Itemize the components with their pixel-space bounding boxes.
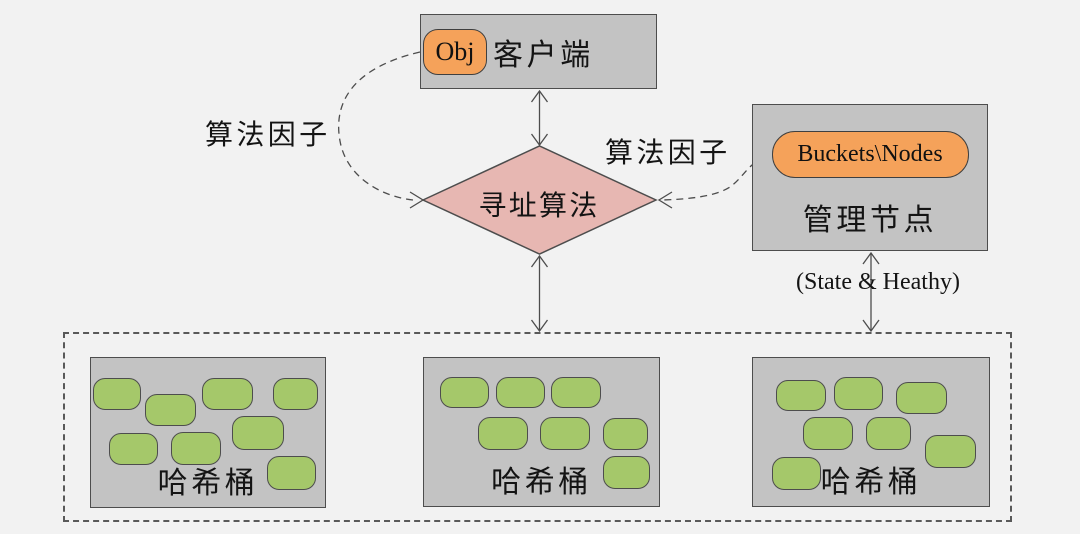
data-object-pill xyxy=(772,457,821,490)
data-object-pill xyxy=(232,416,284,450)
data-object-pill xyxy=(803,417,853,450)
factor-label-right: 算法因子 xyxy=(605,138,731,169)
data-object-pill xyxy=(171,432,221,465)
hash-bucket-label: 哈希桶 xyxy=(820,466,922,499)
hash-bucket-label: 哈希桶 xyxy=(157,467,259,500)
obj-tag: Obj xyxy=(423,28,487,75)
factor-label-left: 算法因子 xyxy=(205,120,331,151)
hash-bucket-3: 哈希桶 xyxy=(752,357,990,507)
client-diamond-arrow xyxy=(530,89,549,147)
data-object-pill xyxy=(440,377,489,408)
data-object-pill xyxy=(93,378,141,410)
client-node: Obj 客户端 xyxy=(420,14,657,89)
obj-to-diamond-dashed-arrow xyxy=(338,51,425,209)
data-object-pill xyxy=(925,435,976,468)
data-object-pill xyxy=(109,433,158,465)
buckets-nodes-tag: Buckets\Nodes xyxy=(771,131,969,178)
buckets-container: 哈希桶 哈希桶 哈希桶 xyxy=(63,332,1012,522)
manager-label: 管理节点 xyxy=(802,204,938,237)
hash-bucket-2: 哈希桶 xyxy=(423,357,660,507)
client-label: 客户端 xyxy=(493,38,594,72)
data-object-pill xyxy=(267,456,316,490)
data-object-pill xyxy=(834,377,883,410)
data-object-pill xyxy=(603,418,648,450)
data-object-pill xyxy=(866,417,911,450)
data-object-pill xyxy=(202,378,253,410)
data-object-pill xyxy=(776,380,826,411)
hash-bucket-label: 哈希桶 xyxy=(491,466,592,499)
data-object-pill xyxy=(145,394,196,426)
data-object-pill xyxy=(540,417,590,450)
data-object-pill xyxy=(551,377,601,408)
diamond-buckets-arrow xyxy=(530,254,549,333)
data-object-pill xyxy=(273,378,318,410)
addressing-algorithm-label: 寻址算法 xyxy=(478,191,600,222)
data-object-pill xyxy=(496,377,545,408)
data-object-pill xyxy=(896,382,947,414)
data-object-pill xyxy=(603,456,650,489)
data-object-pill xyxy=(478,417,528,450)
manager-node: Buckets\Nodes 管理节点 xyxy=(752,104,988,251)
state-heathy-label: (State & Heathy) xyxy=(796,269,960,295)
hash-bucket-1: 哈希桶 xyxy=(90,357,326,508)
